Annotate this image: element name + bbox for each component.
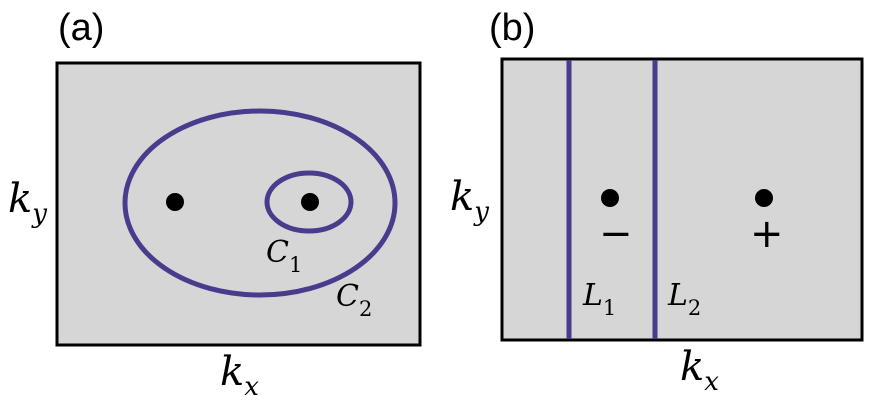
panel-a-y-axis-label: ky [8,176,47,229]
loop-c1 [264,170,354,234]
point-right-a [301,193,319,211]
panel-b-x-axis-label: kx [680,344,719,397]
loop-c2-label: C2 [336,279,372,321]
line-l1-label: L1 [582,278,616,320]
point-left-a [166,193,184,211]
panel-a-x-axis-label: kx [220,349,259,402]
panel-b-frame [500,57,864,342]
sign-minus: − [599,211,633,257]
panel-b-y-axis-label: ky [450,174,489,227]
line-l2-label: L2 [667,278,701,320]
point-right-b [755,189,773,207]
loop-c2 [122,108,398,298]
loop-c1-label: C1 [266,235,302,277]
panel-b-label: (b) [489,7,535,49]
panel-a-label: (a) [58,7,104,49]
sign-plus: + [750,211,784,257]
point-left-b [601,189,619,207]
